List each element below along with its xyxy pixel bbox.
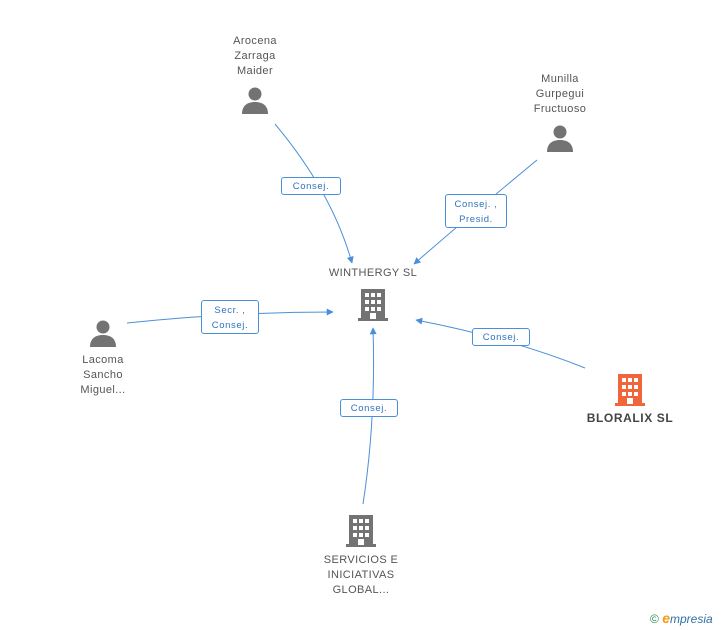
empresia-logo-e: e <box>662 610 670 626</box>
node-winthergy-label: WINTHERGY SL <box>328 267 418 279</box>
node-servicios[interactable]: SERVICIOS E INICIATIVAS GLOBAL... <box>311 513 411 598</box>
building-icon <box>358 289 388 321</box>
edge-label-arocena[interactable]: Consej. <box>281 177 341 195</box>
person-icon <box>90 320 116 347</box>
node-servicios-label: SERVICIOS E INICIATIVAS GLOBAL... <box>323 554 399 596</box>
node-munilla[interactable]: Munilla Gurpegui Fructuoso <box>510 72 610 153</box>
building-icon <box>615 374 645 406</box>
edge-label-munilla[interactable]: Consej. , Presid. <box>445 194 507 228</box>
edge-label-servicios[interactable]: Consej. <box>340 399 398 417</box>
building-icon <box>346 515 376 547</box>
empresia-watermark: © empresia <box>650 610 713 626</box>
edge-label-bloralix[interactable]: Consej. <box>472 328 530 346</box>
edge-label-lacoma[interactable]: Secr. , Consej. <box>201 300 259 334</box>
node-arocena[interactable]: Arocena Zarraga Maider <box>205 34 305 115</box>
node-arocena-label: Arocena Zarraga Maider <box>233 35 277 77</box>
node-lacoma-label: Lacoma Sancho Miguel... <box>80 354 126 396</box>
edge-servicios <box>362 327 377 505</box>
node-munilla-label: Munilla Gurpegui Fructuoso <box>533 73 587 115</box>
empresia-logo-text: mpresia <box>669 612 713 626</box>
person-icon <box>547 125 573 152</box>
node-bloralix[interactable]: BLORALIX SL <box>570 372 690 425</box>
node-bloralix-label: BLORALIX SL <box>586 411 674 425</box>
person-icon <box>242 87 268 114</box>
copyright-symbol: © <box>650 612 659 626</box>
node-lacoma[interactable]: Lacoma Sancho Miguel... <box>53 318 153 398</box>
node-winthergy[interactable]: WINTHERGY SL <box>313 266 433 323</box>
